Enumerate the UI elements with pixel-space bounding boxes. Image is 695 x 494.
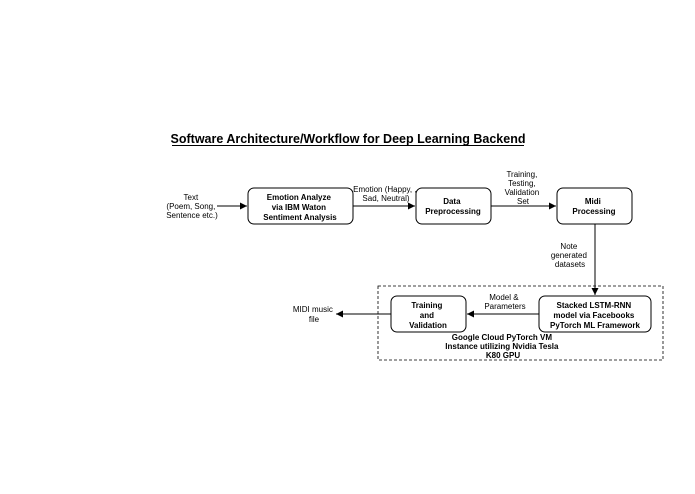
output-midi-file-label: MIDI music file xyxy=(293,305,335,324)
input-text-label: Text (Poem, Song, Sentence etc.) xyxy=(166,193,218,220)
midi-processing-box xyxy=(556,187,633,225)
diagram-title: Software Architecture/Workflow for Deep … xyxy=(171,132,526,146)
dataset-split-label: Training, Testing, Validation Set xyxy=(505,170,542,206)
training-validation-label: Training and Validation xyxy=(409,301,447,330)
cloud-vm-container xyxy=(377,285,664,361)
emotion-analyze-label: Emotion Analyze via IBM Waton Sentiment … xyxy=(263,193,337,222)
cloud-vm-label: Google Cloud PyTorch VM Instance utilizi… xyxy=(445,333,560,360)
midi-processing-label: Midi Processing xyxy=(572,197,615,216)
note-datasets-label: Note generated datasets xyxy=(551,242,589,269)
emotion-output-label: Emotion (Happy, , Sad, Neutral) xyxy=(353,185,419,203)
data-preprocessing-box xyxy=(415,187,492,225)
lstm-model-label: Stacked LSTM-RNN model via Facebooks PyT… xyxy=(550,301,641,330)
model-parameters-label: Model & Parameters xyxy=(484,293,525,311)
data-preprocessing-label: Data Preprocessing xyxy=(425,197,481,216)
